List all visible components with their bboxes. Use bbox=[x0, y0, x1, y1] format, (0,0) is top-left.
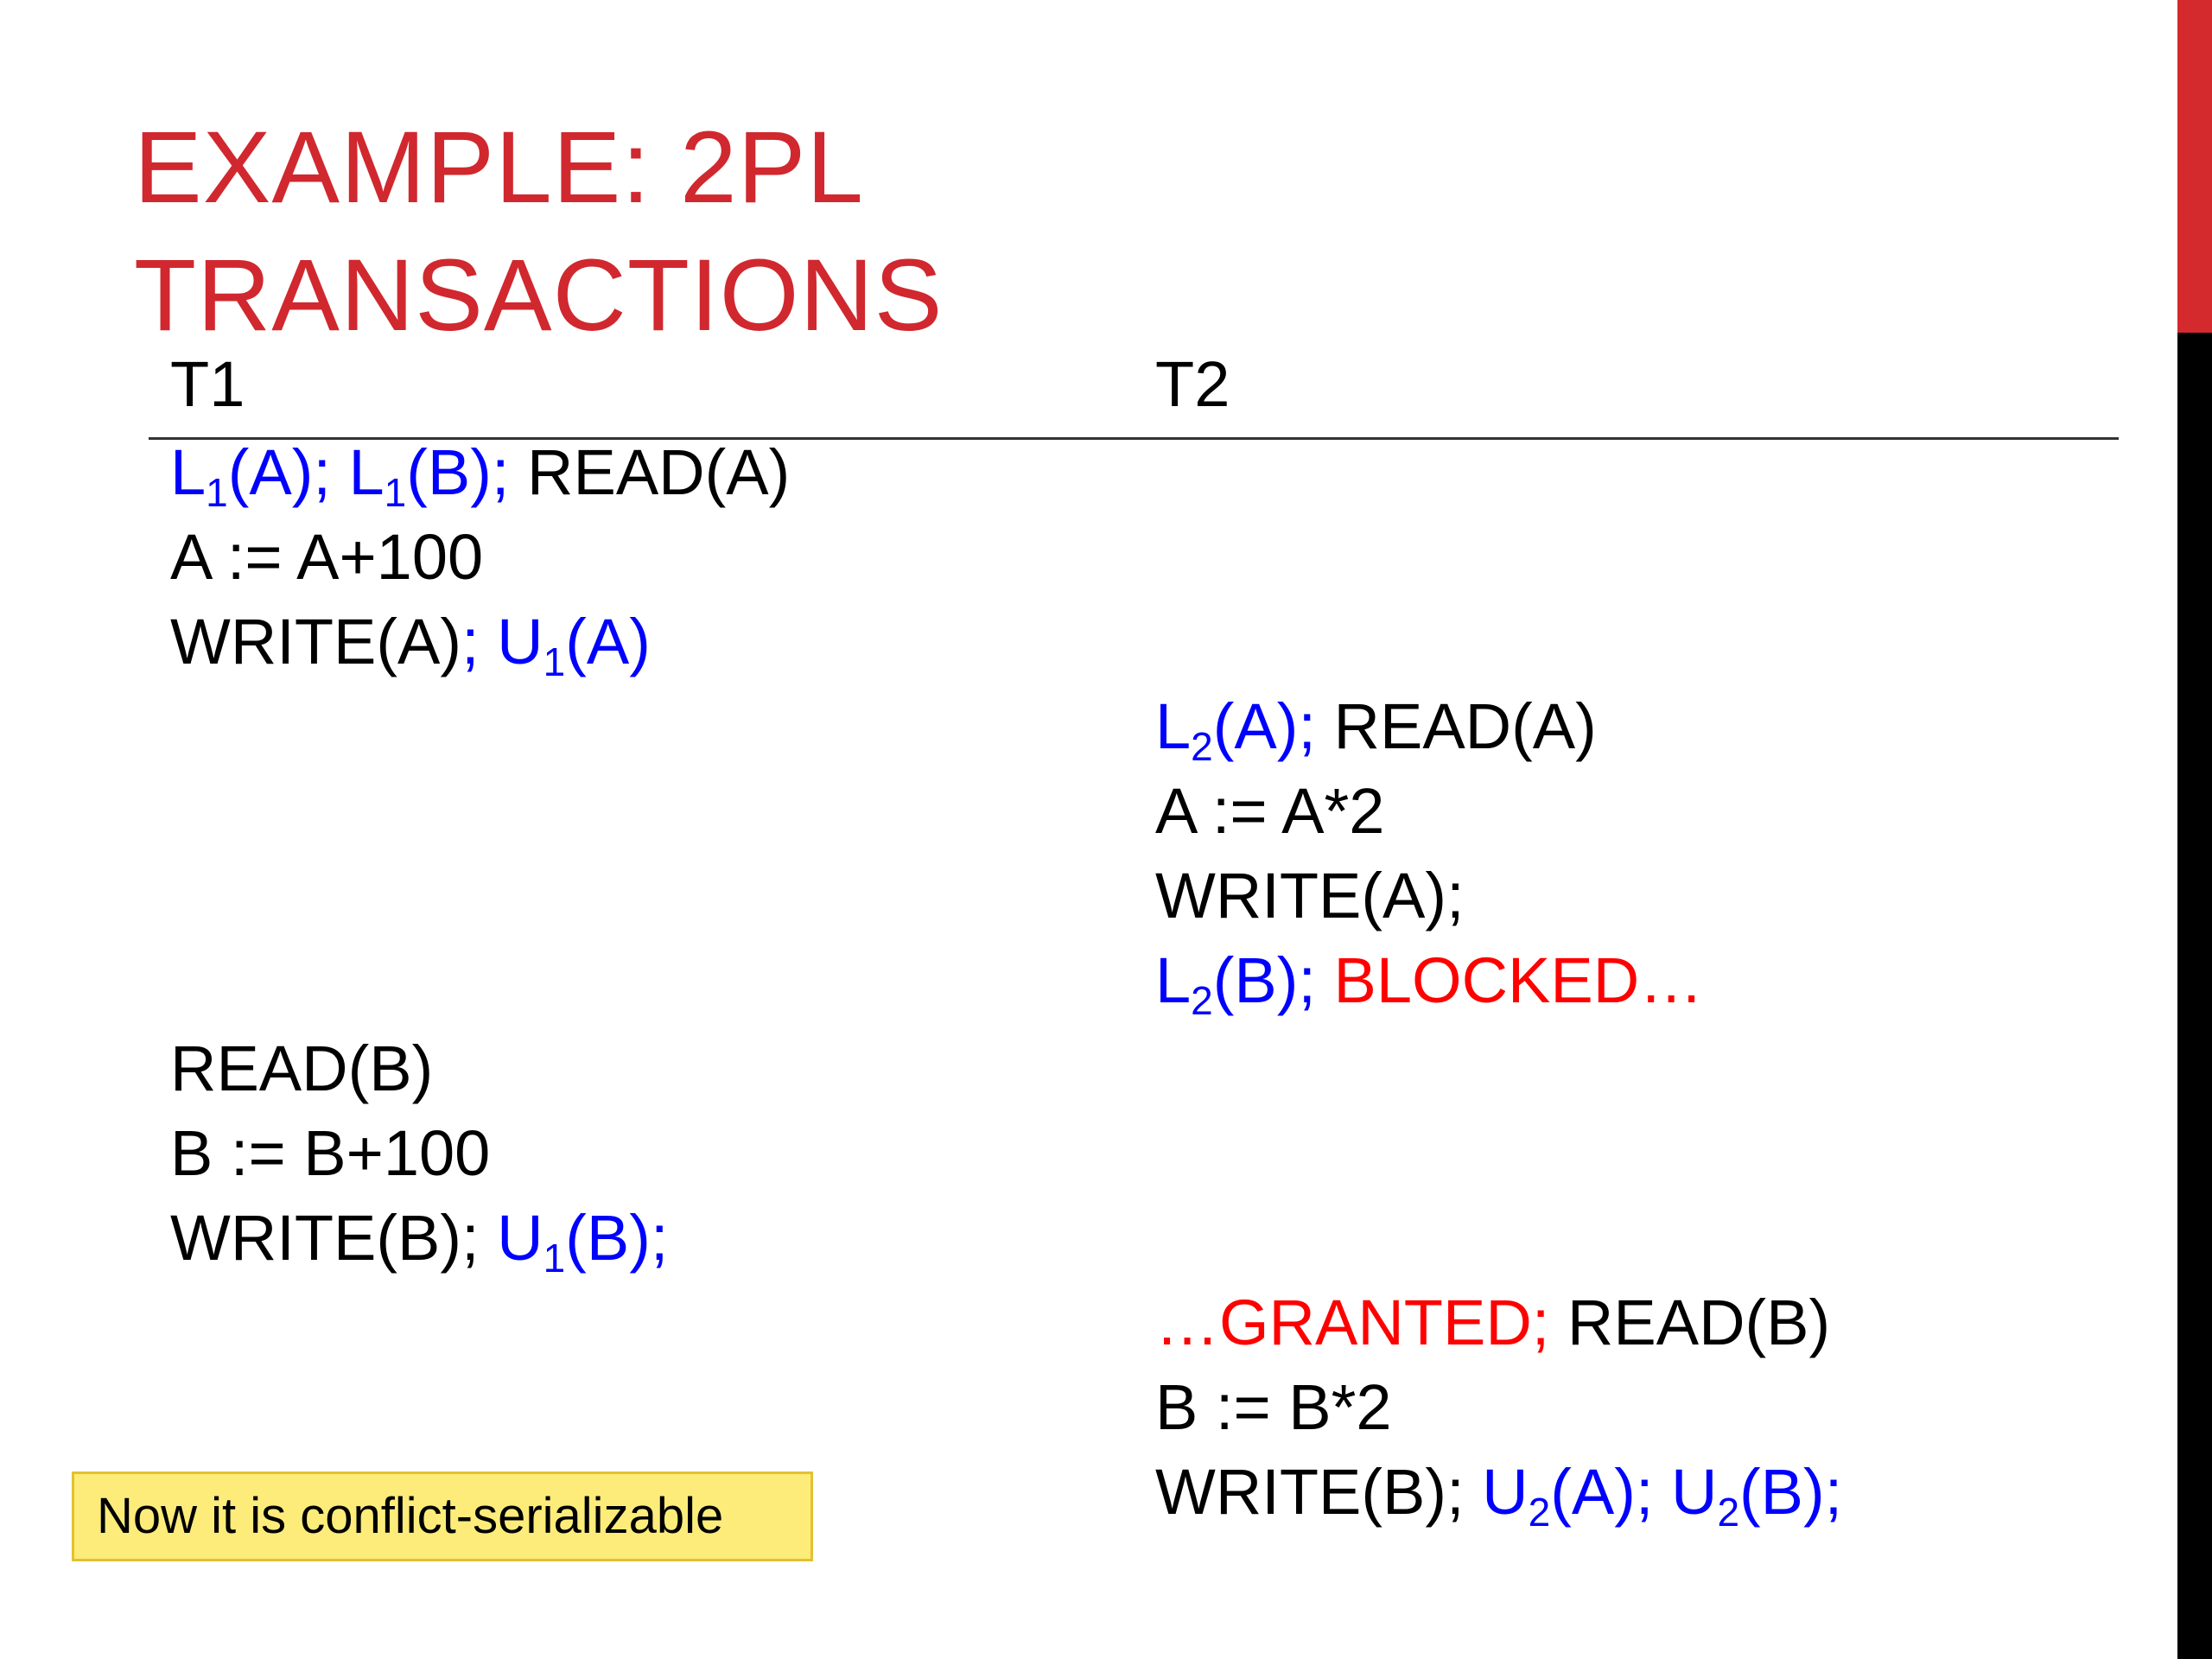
lock-t1-b: L1(B); bbox=[348, 436, 528, 515]
op-write-a: WRITE(A) bbox=[170, 606, 462, 677]
lock-t1-a: L1(A); bbox=[170, 436, 349, 515]
op-write-b: WRITE(B); bbox=[170, 1202, 498, 1274]
accent-bar-red bbox=[2177, 0, 2212, 333]
t2-line-1: L2(A); READ(A) bbox=[1155, 688, 1597, 766]
unlock-t1-a: ; U1(A) bbox=[461, 606, 651, 684]
note-callout: Now it is conflict-serializable bbox=[72, 1471, 813, 1561]
header-divider bbox=[149, 437, 2119, 440]
t2-line-5: …GRANTED; READ(B) bbox=[1155, 1284, 1830, 1362]
status-blocked: BLOCKED… bbox=[1333, 944, 1704, 1016]
accent-bar-black bbox=[2177, 333, 2212, 1659]
unlock-t2-b: U2(B); bbox=[1670, 1456, 1843, 1535]
op-write-b-t2: WRITE(B); bbox=[1155, 1456, 1483, 1528]
t1-line-6: WRITE(B); U1(B); bbox=[170, 1199, 669, 1281]
slide-title: EXAMPLE: 2PL TRANSACTIONS bbox=[134, 104, 943, 359]
op-read-a-t2: READ(A) bbox=[1333, 690, 1597, 762]
t2-line-2: A := A*2 bbox=[1155, 775, 1385, 847]
unlock-t1-b: U1(B); bbox=[497, 1202, 669, 1281]
slide-title-line2: TRANSACTIONS bbox=[134, 238, 944, 353]
t2-line-4: L2(B); BLOCKED… bbox=[1155, 942, 1703, 1020]
slide-title-line1: EXAMPLE: 2PL bbox=[134, 111, 864, 225]
column-header-t2: T2 bbox=[1155, 348, 1230, 420]
op-read-a: READ(A) bbox=[527, 436, 791, 508]
t2-line-7: WRITE(B); U2(A); U2(B); bbox=[1155, 1453, 1843, 1535]
lock-t2-b: L2(B); bbox=[1155, 944, 1334, 1023]
t1-line-4: READ(B) bbox=[170, 1033, 434, 1104]
t1-line-1: L1(A); L1(B); READ(A) bbox=[170, 434, 790, 512]
unlock-t2-a: U2(A); bbox=[1482, 1456, 1671, 1535]
status-granted: …GRANTED; bbox=[1155, 1287, 1567, 1358]
op-read-b-t2: READ(B) bbox=[1567, 1287, 1831, 1358]
t2-line-3: WRITE(A); bbox=[1155, 860, 1465, 931]
t1-line-3: WRITE(A); U1(A) bbox=[170, 603, 651, 684]
t2-line-6: B := B*2 bbox=[1155, 1371, 1392, 1443]
lock-t2-a: L2(A); bbox=[1155, 690, 1334, 769]
t1-line-2: A := A+100 bbox=[170, 521, 484, 593]
t1-line-5: B := B+100 bbox=[170, 1117, 491, 1189]
column-header-t1: T1 bbox=[170, 348, 245, 420]
